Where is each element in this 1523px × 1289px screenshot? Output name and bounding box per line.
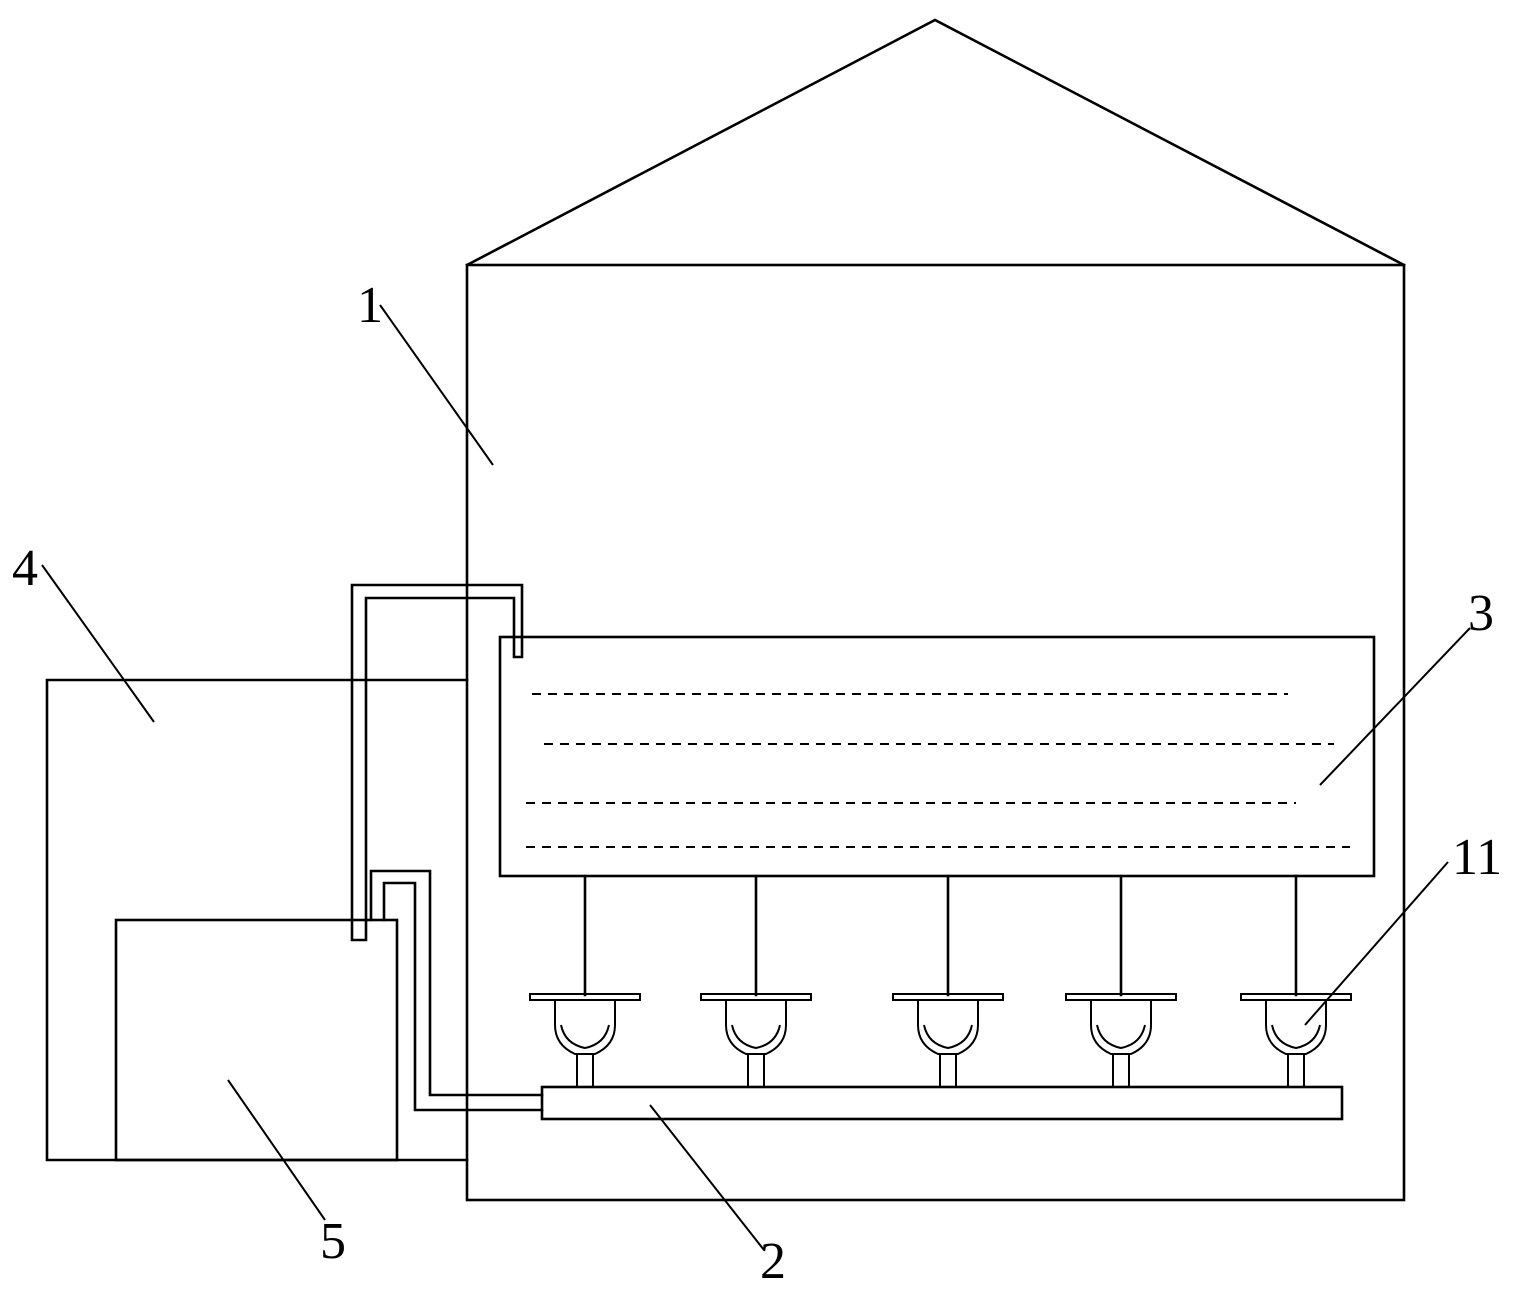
sprinkler-head-inner [731,1024,781,1050]
label-pump-box: 5 [320,1213,346,1270]
sprinkler-head-inner [923,1024,973,1050]
water-tank [498,635,1376,878]
pump-box [114,918,399,1162]
label-distribution-pipe: 2 [760,1233,786,1289]
house-wall [465,263,1406,1202]
sprinkler-head-inner [1271,1024,1321,1050]
house-body [465,18,1406,1202]
leader-2 [649,1104,765,1251]
inlet-pipe [350,583,524,942]
sprinkler-plate [700,993,812,1001]
outlet-pipe [369,869,544,1097]
outlet-pipe-inner [382,881,544,1112]
sprinkler-head-inner [560,1024,610,1050]
sprinkler-plate [1065,993,1177,1001]
leader-4 [41,564,155,723]
sprinkler-head-inner [1096,1024,1146,1050]
label-sprinkler-head: 11 [1452,829,1502,886]
label-water-tank: 3 [1468,585,1494,642]
sprinkler-head [1265,1000,1327,1055]
sprinkler-head [1090,1000,1152,1055]
label-house: 1 [357,277,383,334]
sprinkler-group [529,874,1352,1087]
sprinkler-plate [892,993,1004,1001]
leader-3 [1319,627,1471,786]
sprinkler-plate [1240,993,1352,1001]
sprinkler-plate [529,993,641,1001]
label-side-chamber: 4 [12,540,38,597]
leader-5 [227,1079,326,1221]
sprinkler-head [554,1000,616,1055]
leader-11 [1304,861,1449,1026]
sprinkler-head [725,1000,787,1055]
leader-1 [379,304,494,466]
distribution-pipe [540,1085,1344,1121]
sprinkler-head [917,1000,979,1055]
roof [465,18,1406,267]
